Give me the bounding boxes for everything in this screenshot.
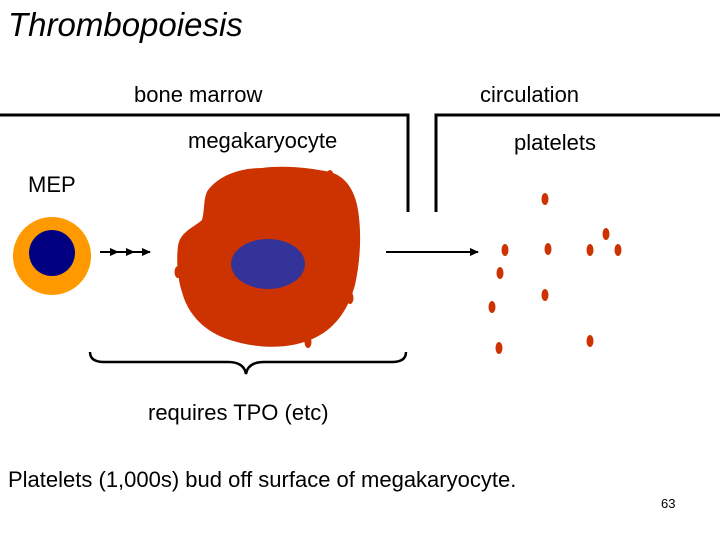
tpo-requirement-label: requires TPO (etc) [148, 400, 329, 425]
caption: Platelets (1,000s) bud off surface of me… [8, 467, 517, 492]
megakaryocyte-cell [174, 166, 361, 348]
platelets-label: platelets [514, 130, 596, 155]
platelet [614, 244, 622, 256]
platelet [586, 335, 594, 347]
mep-label: MEP [28, 172, 76, 197]
bone-marrow-boundary-line [0, 113, 410, 212]
mep-cell [13, 217, 91, 295]
megakaryocyte-label: megakaryocyte [188, 128, 338, 153]
tpo-brace [88, 351, 408, 375]
platelet [586, 244, 594, 256]
page-number: 63 [661, 496, 676, 511]
circulation-boundary-line [434, 113, 720, 212]
bone-marrow-label: bone marrow [134, 82, 263, 107]
platelet [496, 267, 504, 279]
mep-nucleus [29, 230, 75, 276]
megakaryocyte-buds [174, 169, 360, 348]
platelet [602, 228, 610, 240]
circulation-label: circulation [480, 82, 580, 107]
megakaryocyte-nucleus [231, 239, 305, 289]
platelet [488, 301, 496, 313]
platelet [495, 342, 503, 354]
platelet [541, 193, 549, 205]
platelet [501, 244, 509, 256]
platelet [541, 289, 549, 301]
slide-title: Thrombopoiesis [8, 6, 243, 43]
platelet [544, 243, 552, 255]
platelets-group [488, 193, 622, 354]
